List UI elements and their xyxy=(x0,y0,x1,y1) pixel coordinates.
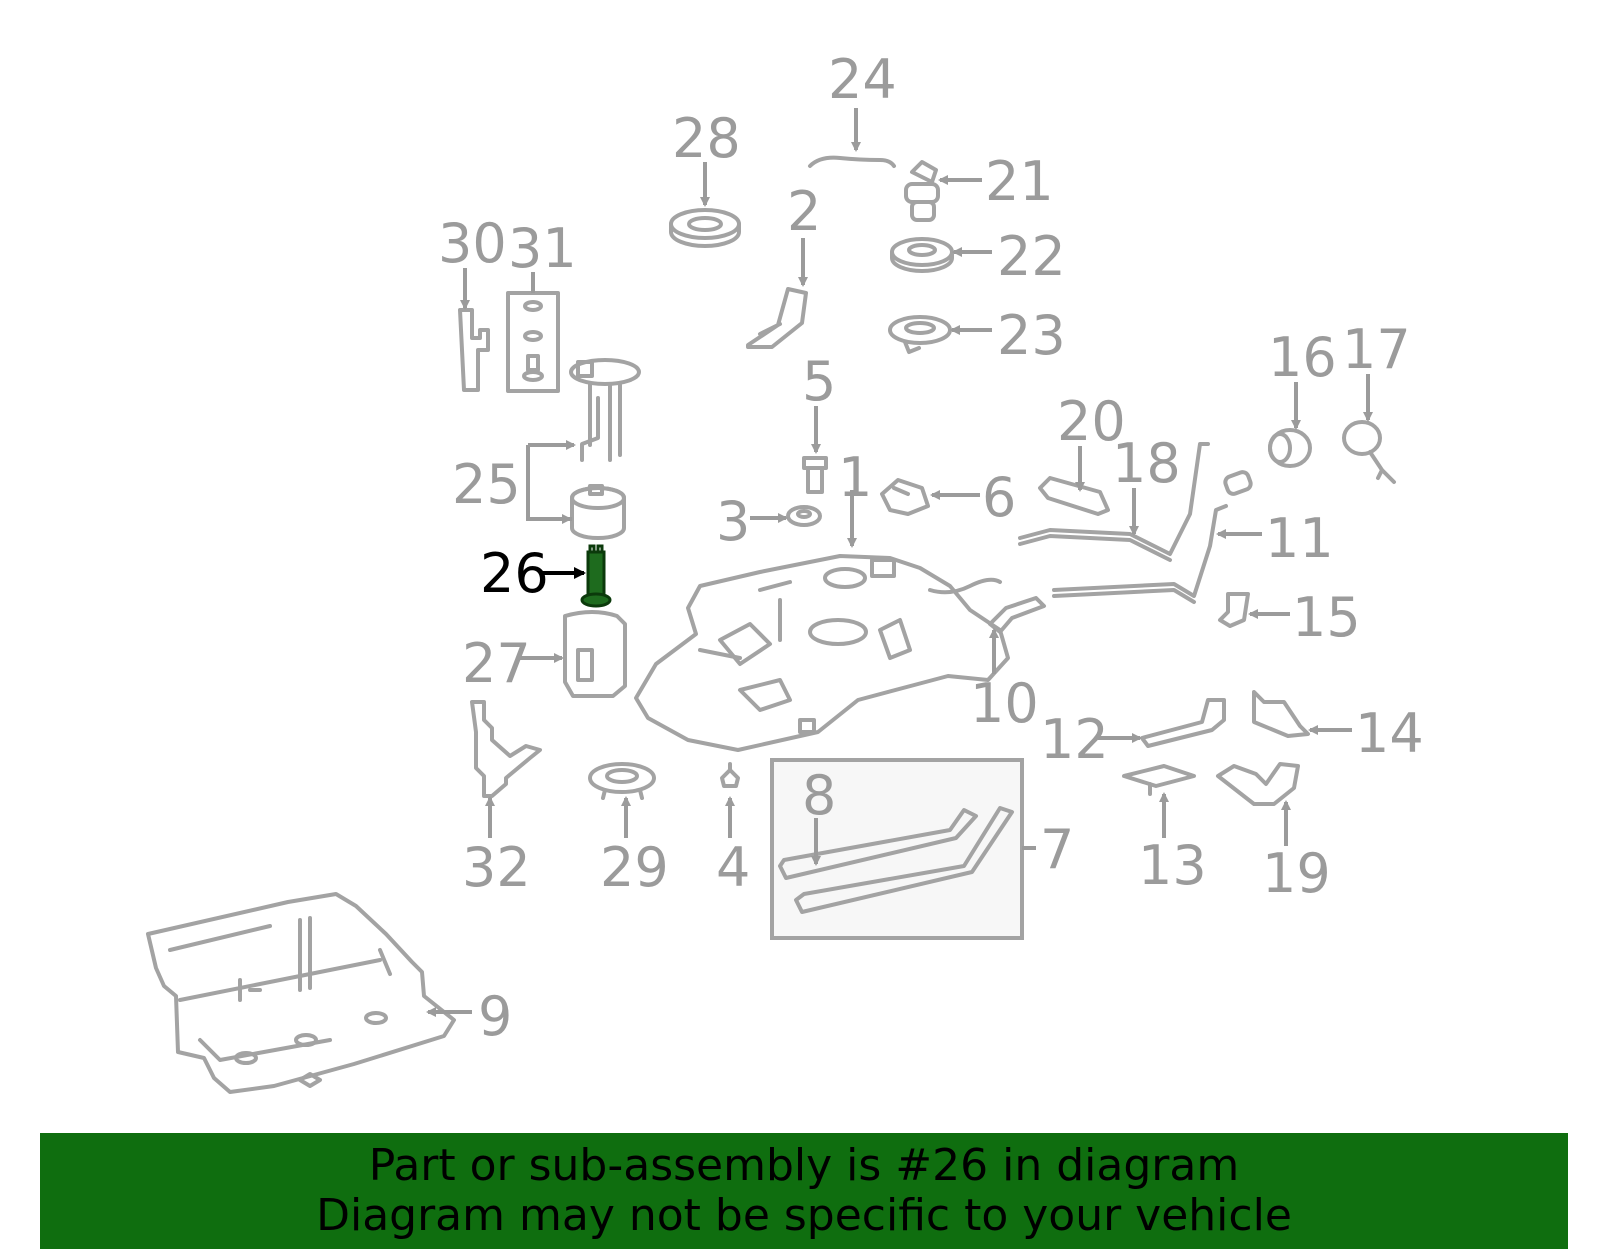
label-26: 26 xyxy=(480,542,549,605)
label-14: 14 xyxy=(1355,702,1424,765)
part-13-plate xyxy=(1122,764,1196,796)
part-30-clip xyxy=(458,308,490,392)
part-7-strap-kit xyxy=(770,758,1036,940)
label-12: 12 xyxy=(1040,708,1109,771)
part-28-ring xyxy=(669,208,741,248)
label-3: 3 xyxy=(716,490,750,553)
label-18: 18 xyxy=(1112,432,1181,495)
label-24: 24 xyxy=(828,48,897,111)
label-25: 25 xyxy=(452,453,521,516)
part-4-clip xyxy=(720,762,740,788)
part-5-bolt xyxy=(802,456,828,494)
part-22-gasket xyxy=(890,237,954,273)
part-6-bracket xyxy=(880,478,930,516)
part-11-tube xyxy=(1052,470,1253,604)
part-12-bracket xyxy=(1140,698,1226,748)
label-5: 5 xyxy=(802,350,836,413)
part-16-cap xyxy=(1268,428,1312,468)
part-9-heat-shield xyxy=(146,892,456,1094)
label-28: 28 xyxy=(672,107,741,170)
label-11: 11 xyxy=(1265,507,1334,570)
part-24-hose xyxy=(808,155,896,168)
banner-line-2: Diagram may not be specific to your vehi… xyxy=(316,1190,1292,1241)
part-26-highlighted xyxy=(580,544,612,608)
part-3-grommet xyxy=(786,505,822,527)
label-15: 15 xyxy=(1292,586,1361,649)
label-22: 22 xyxy=(997,225,1066,288)
label-2: 2 xyxy=(787,180,821,243)
part-21-valve xyxy=(904,160,940,222)
part-32-wire xyxy=(470,700,542,798)
label-29: 29 xyxy=(600,836,669,899)
label-7: 7 xyxy=(1040,818,1074,881)
part-14-bracket xyxy=(1252,690,1310,738)
info-banner: Part or sub-assembly is #26 in diagram D… xyxy=(40,1133,1568,1249)
part-27-holder xyxy=(563,610,627,698)
part-18-tube xyxy=(1018,442,1210,562)
part-19-bracket xyxy=(1216,762,1300,806)
label-10: 10 xyxy=(970,672,1039,735)
label-1: 1 xyxy=(838,446,872,509)
label-19: 19 xyxy=(1262,842,1331,905)
label-9: 9 xyxy=(478,985,512,1048)
label-8: 8 xyxy=(802,764,836,827)
label-17: 17 xyxy=(1342,318,1411,381)
part-20-shield xyxy=(1038,476,1110,516)
label-13: 13 xyxy=(1138,834,1207,897)
label-21: 21 xyxy=(985,150,1054,213)
part-23-flange xyxy=(888,315,952,354)
label-20: 20 xyxy=(1057,390,1126,453)
label-32: 32 xyxy=(462,836,531,899)
label-30: 30 xyxy=(438,212,507,275)
part-17-tether xyxy=(1342,420,1396,484)
part-15-elbow xyxy=(1218,592,1250,628)
label-6: 6 xyxy=(982,466,1016,529)
banner-line-1: Part or sub-assembly is #26 in diagram xyxy=(368,1140,1240,1191)
label-27: 27 xyxy=(462,632,531,695)
part-25-pump-assembly xyxy=(569,358,641,540)
part-31-kit xyxy=(506,291,560,393)
label-4: 4 xyxy=(716,836,750,899)
label-16: 16 xyxy=(1268,326,1337,389)
part-10-connector xyxy=(928,577,1046,634)
part-1-fuel-tank xyxy=(634,554,1010,752)
bracket-25 xyxy=(526,443,572,521)
part-29-ring xyxy=(588,762,656,800)
label-23: 23 xyxy=(997,304,1066,367)
part-2-bracket xyxy=(746,287,808,349)
label-31: 31 xyxy=(508,217,577,280)
